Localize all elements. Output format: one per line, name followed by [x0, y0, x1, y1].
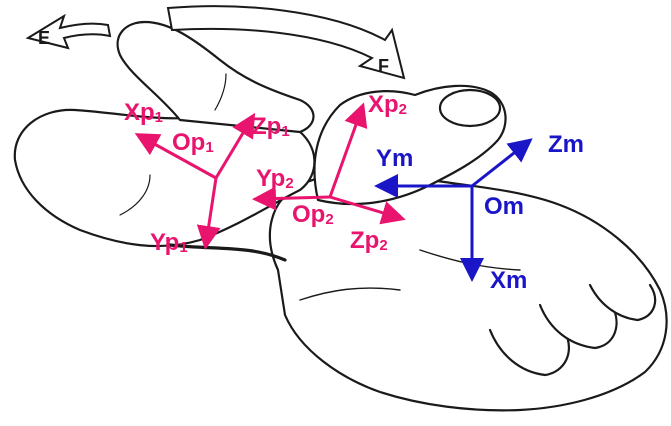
extension-arrow: E: [28, 16, 110, 48]
label-ym: Ym: [376, 145, 413, 172]
extension-arrow-label: E: [38, 28, 50, 48]
axis-yp2: [258, 197, 330, 199]
label-xm: Xm: [490, 267, 527, 294]
label-zm: Zm: [548, 131, 584, 158]
flexion-arrow-label: F: [378, 56, 389, 76]
label-om: Om: [484, 193, 524, 220]
thumb-nail: [440, 90, 500, 126]
label-xp1: Xp1: [124, 99, 163, 126]
hand-illustration: [15, 22, 667, 410]
